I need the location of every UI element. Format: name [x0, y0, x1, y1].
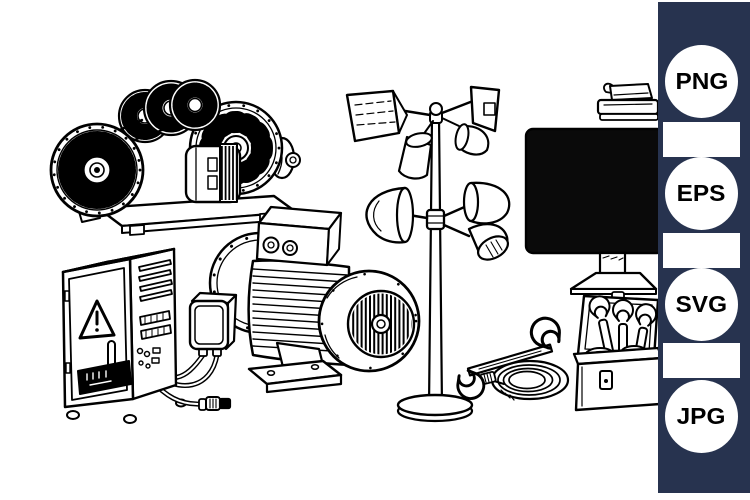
- printer-illustration: [596, 80, 660, 122]
- control-cabinet-illustration: [53, 243, 248, 424]
- format-badge-svg: SVG: [665, 268, 738, 341]
- anemometer-pole: [427, 115, 444, 409]
- junction-box: [188, 291, 238, 357]
- electric-motor-illustration: [208, 203, 427, 394]
- toolbox-illustration: [570, 291, 664, 414]
- badge-connector: [663, 343, 740, 378]
- power-plug: [198, 396, 232, 411]
- cable-coil-illustration: [473, 352, 572, 404]
- anemometer-illustration: [335, 85, 515, 425]
- format-badge-eps-label: EPS: [677, 180, 726, 206]
- toolbox-body: [574, 356, 664, 412]
- format-badge-jpg-label: JPG: [677, 403, 726, 429]
- format-badge-jpg: JPG: [665, 380, 738, 453]
- monitor-screen: [524, 127, 666, 255]
- warning-triangle-icon: [78, 299, 116, 340]
- cabinet-door: [68, 267, 128, 401]
- wrench-illustration: [445, 311, 575, 405]
- format-sidebar: PNG EPS SVG JPG: [658, 2, 750, 493]
- cabinet-display: [77, 360, 132, 395]
- format-badge-png-label: PNG: [675, 68, 728, 94]
- wind-vane-tail: [345, 89, 401, 143]
- badge-connector: [663, 122, 740, 157]
- monitor-illustration: [518, 115, 666, 300]
- monitor-base: [569, 271, 658, 291]
- badge-connector: [663, 233, 740, 268]
- format-badge-eps: EPS: [665, 157, 738, 230]
- format-badge-svg-label: SVG: [675, 291, 728, 317]
- format-badge-png: PNG: [665, 45, 738, 118]
- gas-turbine-engine-illustration: [49, 76, 301, 236]
